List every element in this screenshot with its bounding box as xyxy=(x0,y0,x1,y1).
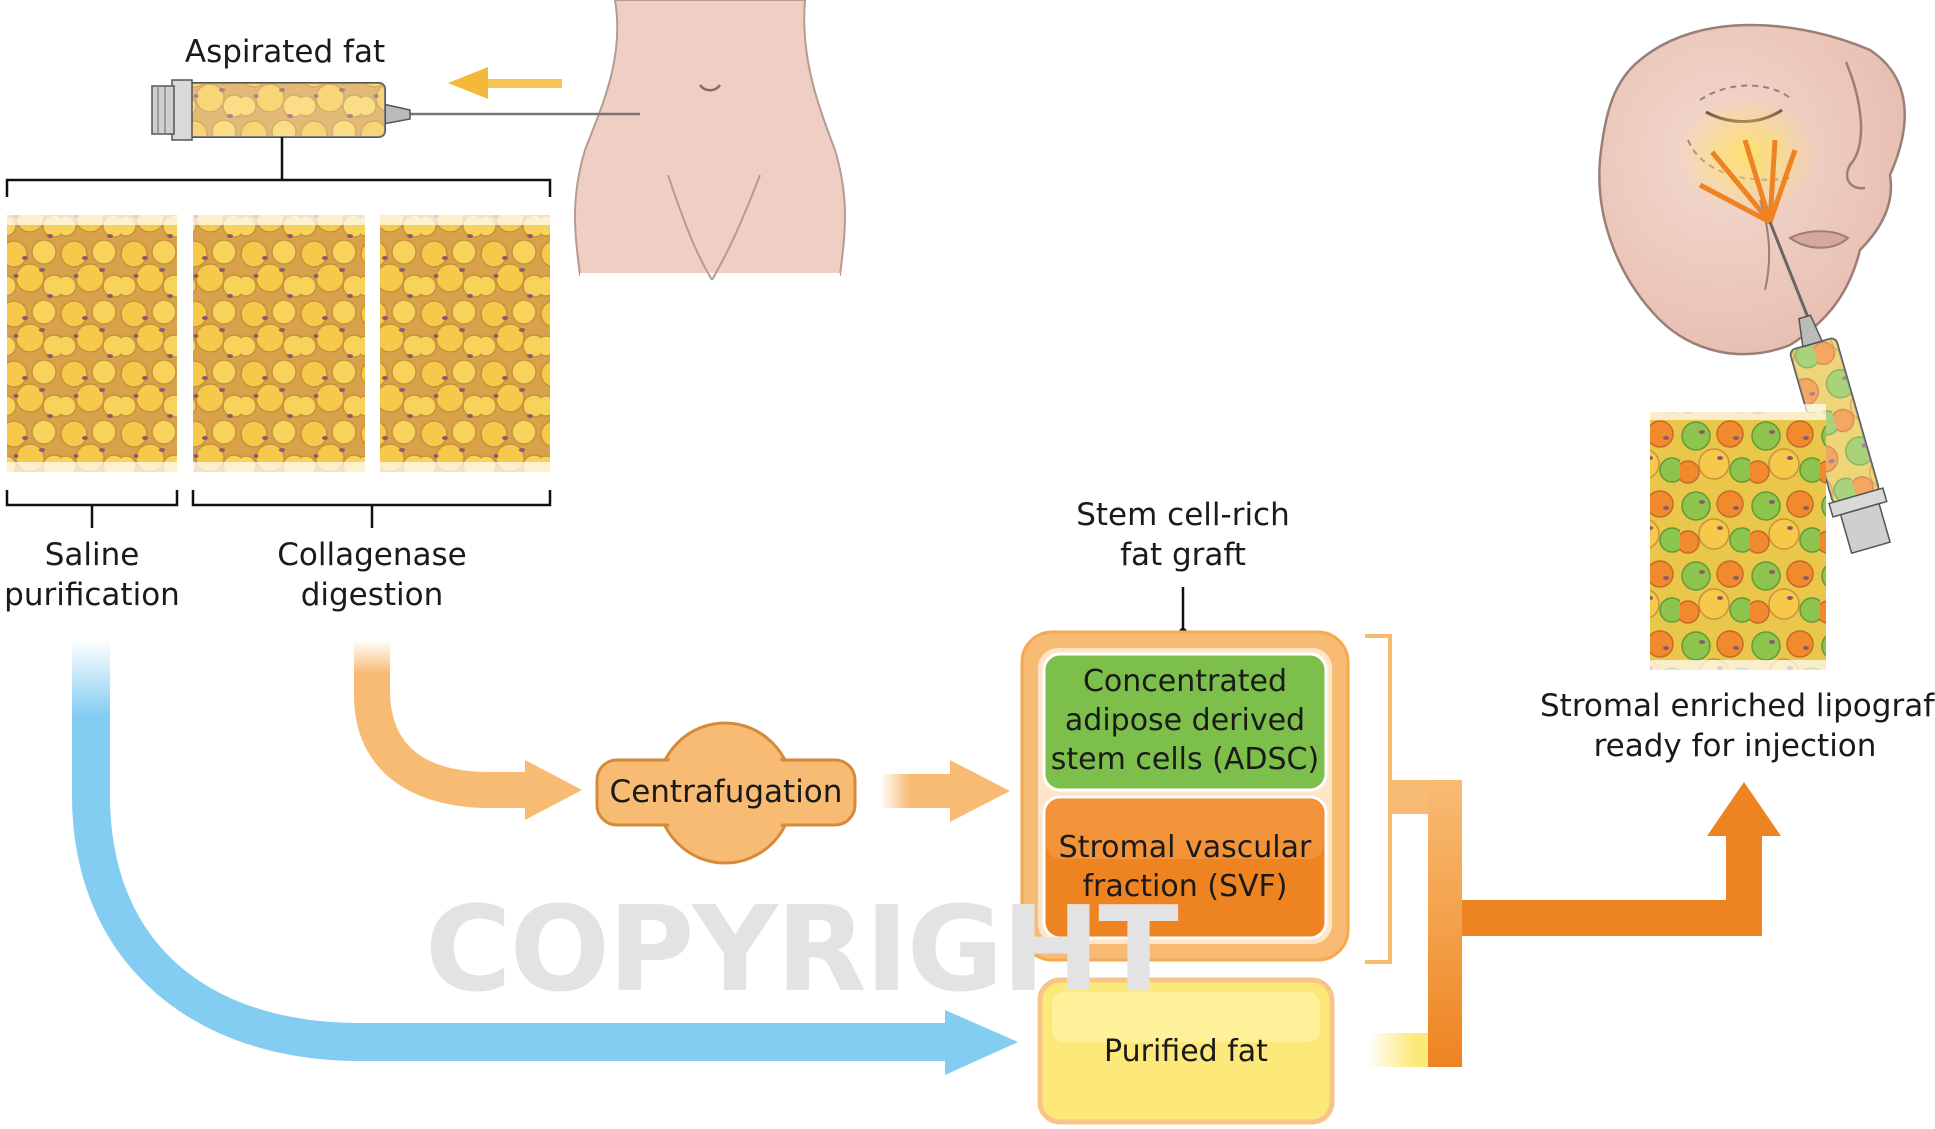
collagenase-label-line2: digestion xyxy=(300,577,444,613)
copyright-watermark: COPYRIGHT xyxy=(425,880,1179,1018)
svf-label-line1: Stromal vascular xyxy=(1058,830,1312,865)
adsc-box xyxy=(1042,652,1328,792)
merge-arrow xyxy=(1367,780,1781,1067)
centrifugation-node xyxy=(595,721,857,865)
injection-syringe xyxy=(1789,314,1892,555)
face-illustration xyxy=(1598,23,1906,356)
adsc-label-line3: stem cells (ADSC) xyxy=(1050,742,1320,777)
result-label-line1: Stromal enriched lipograft xyxy=(1540,688,1935,724)
enriched-graft-column xyxy=(1650,412,1826,670)
collagenase-label-line1: Collagenase xyxy=(277,537,467,573)
graft-bracket xyxy=(1365,634,1392,964)
centrifugation-arrow xyxy=(880,760,1010,822)
fat-tissue-columns xyxy=(7,205,550,476)
saline-label-line2: purification xyxy=(4,577,180,613)
adsc-label-line2: adipose derived xyxy=(1064,703,1306,738)
svf-label-line2: fraction (SVF) xyxy=(1082,869,1288,904)
aspiration-arrow xyxy=(448,67,562,99)
bottom-brackets xyxy=(5,490,552,528)
purification-arrow xyxy=(72,640,1018,1075)
centrifugation-label: Centrafugation xyxy=(609,774,843,810)
aspiration-syringe xyxy=(151,79,640,180)
top-bracket xyxy=(5,178,552,197)
adsc-label-line1: Concentrated xyxy=(1082,664,1288,699)
abdomen-illustration xyxy=(574,0,846,281)
digestion-arrow xyxy=(354,640,582,820)
stem-rich-label-line1: Stem cell-rich xyxy=(1076,497,1290,533)
stem-rich-label-line2: fat graft xyxy=(1120,537,1246,573)
result-label-line2: ready for injection xyxy=(1593,728,1877,764)
aspirated-fat-label: Aspirated fat xyxy=(184,34,386,70)
saline-label-line1: Saline xyxy=(44,537,140,573)
purified-fat-label: Purified fat xyxy=(1104,1034,1268,1069)
